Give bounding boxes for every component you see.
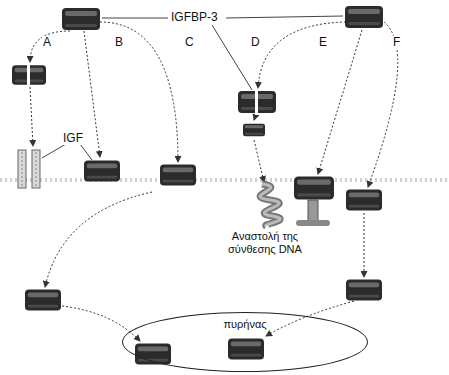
pathway-letter: E [318, 36, 328, 49]
leader-lines [42, 16, 343, 160]
protein-label: IGFBP-3 [170, 11, 219, 24]
pathway-letter: D [250, 36, 261, 49]
ligand-label: IGF [62, 132, 84, 145]
pathway-letter: B [114, 36, 124, 49]
effect-note: Αναστολή της σύνθεσης DNA [214, 230, 316, 256]
igfbp3-molecules [12, 6, 383, 364]
igfbp3-receptor [260, 184, 330, 226]
pathway-letter: C [184, 36, 195, 49]
nucleus-ellipse: πυρήνας [122, 312, 368, 372]
pathway-letter: A [42, 36, 52, 49]
nucleus-label: πυρήνας [123, 313, 367, 330]
igf-receptor [18, 150, 40, 188]
membrane [0, 178, 449, 182]
pathway-letter: F [392, 36, 401, 49]
pathway-arrows [30, 22, 398, 341]
